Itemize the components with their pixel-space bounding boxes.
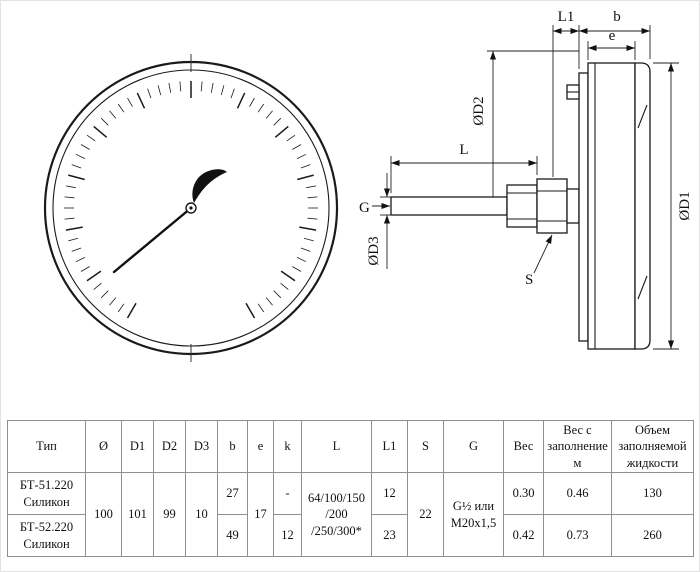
- cell-s: 22: [407, 472, 444, 557]
- header-l: L: [301, 420, 372, 473]
- cell-weight: 0.30: [503, 472, 544, 515]
- header-d2: D2: [153, 420, 186, 473]
- cell-l1: 12: [371, 472, 408, 515]
- cell-diameter: 100: [85, 472, 122, 557]
- dim-label-l1: L1: [558, 9, 575, 25]
- dim-l: L: [390, 142, 538, 193]
- dim-label-d3: ØD3: [366, 236, 382, 265]
- dim-d1: ØD1: [653, 62, 693, 350]
- cell-k: 12: [273, 514, 302, 557]
- dimension-annotations: L1 b e ØD2 L: [359, 9, 693, 350]
- cell-l: 64/100/150 /200 /250/300*: [301, 472, 372, 557]
- cell-type: БТ-51.220 Силикон: [7, 472, 86, 515]
- dim-d3: ØD3: [366, 173, 393, 269]
- cell-b: 27: [217, 472, 248, 515]
- dim-label-s: S: [525, 272, 533, 288]
- header-g: G: [443, 420, 504, 473]
- dimensions-table: Тип Ø D1 D2 D3 b e k L L1 S G Вес Вес с …: [7, 420, 694, 557]
- needle: [112, 206, 193, 274]
- cell-g: G½ или M20x1,5: [443, 472, 504, 557]
- cell-weight-filled: 0.73: [543, 514, 612, 557]
- needle-hub-dot: [189, 206, 193, 210]
- header-volume: Объем заполняемой жидкости: [611, 420, 694, 473]
- dim-label-d1: ØD1: [677, 191, 693, 220]
- dim-l1: L1: [553, 9, 579, 35]
- stem: [390, 196, 508, 216]
- glass-slash-lower: [637, 275, 648, 300]
- table-row: БТ-51.220 Силикон 100 101 99 10 27 17 - …: [7, 472, 694, 557]
- glass-slash-upper: [637, 104, 648, 129]
- dim-label-e: e: [609, 28, 616, 44]
- hex-nut: [536, 178, 568, 234]
- header-e: e: [247, 420, 274, 473]
- cell-weight: 0.42: [503, 514, 544, 557]
- header-d3: D3: [185, 420, 218, 473]
- header-b: b: [217, 420, 248, 473]
- dim-b: b: [579, 9, 650, 35]
- dim-label-l: L: [459, 142, 468, 158]
- cell-type: БТ-52.220 Силикон: [7, 514, 86, 557]
- cell-weight-filled: 0.46: [543, 472, 612, 515]
- neck: [566, 188, 580, 224]
- dim-e: e: [588, 28, 635, 52]
- case-back-plate: [578, 72, 589, 342]
- case-body: [587, 62, 636, 350]
- dial-front-view: [43, 54, 339, 362]
- cell-l1: 23: [371, 514, 408, 557]
- thread-connector: [506, 184, 538, 228]
- dim-d2: ØD2: [471, 50, 579, 197]
- dial-scale-ticks: [64, 81, 318, 319]
- dim-label-d2: ØD2: [471, 96, 487, 125]
- cell-d3: 10: [185, 472, 218, 557]
- cell-d2: 99: [153, 472, 186, 557]
- cell-volume: 130: [611, 472, 694, 515]
- side-view: [390, 62, 651, 350]
- cell-volume: 260: [611, 514, 694, 557]
- header-type: Тип: [7, 420, 86, 473]
- cell-k: -: [273, 472, 302, 515]
- dim-label-b: b: [613, 9, 621, 25]
- header-k: k: [273, 420, 302, 473]
- header-weight: Вес: [503, 420, 544, 473]
- dim-g: G: [359, 200, 390, 216]
- table-row: БТ-52.220 Силикон 49 12 23 0.42 0.73 260: [7, 514, 694, 557]
- cell-d1: 101: [121, 472, 154, 557]
- header-weight-filled: Вес с заполнением: [543, 420, 612, 473]
- header-diameter: Ø: [85, 420, 122, 473]
- cell-e: 17: [247, 472, 274, 557]
- technical-drawing: L1 b e ØD2 L: [43, 9, 693, 362]
- case-bezel: [634, 62, 651, 350]
- dim-s: S: [525, 234, 553, 288]
- table-header-row: Тип Ø D1 D2 D3 b e k L L1 S G Вес Вес с …: [7, 420, 694, 473]
- cell-b: 49: [217, 514, 248, 557]
- needle-tail: [192, 169, 227, 203]
- header-d1: D1: [121, 420, 154, 473]
- dim-label-g: G: [359, 200, 370, 216]
- header-s: S: [407, 420, 444, 473]
- header-l1: L1: [371, 420, 408, 473]
